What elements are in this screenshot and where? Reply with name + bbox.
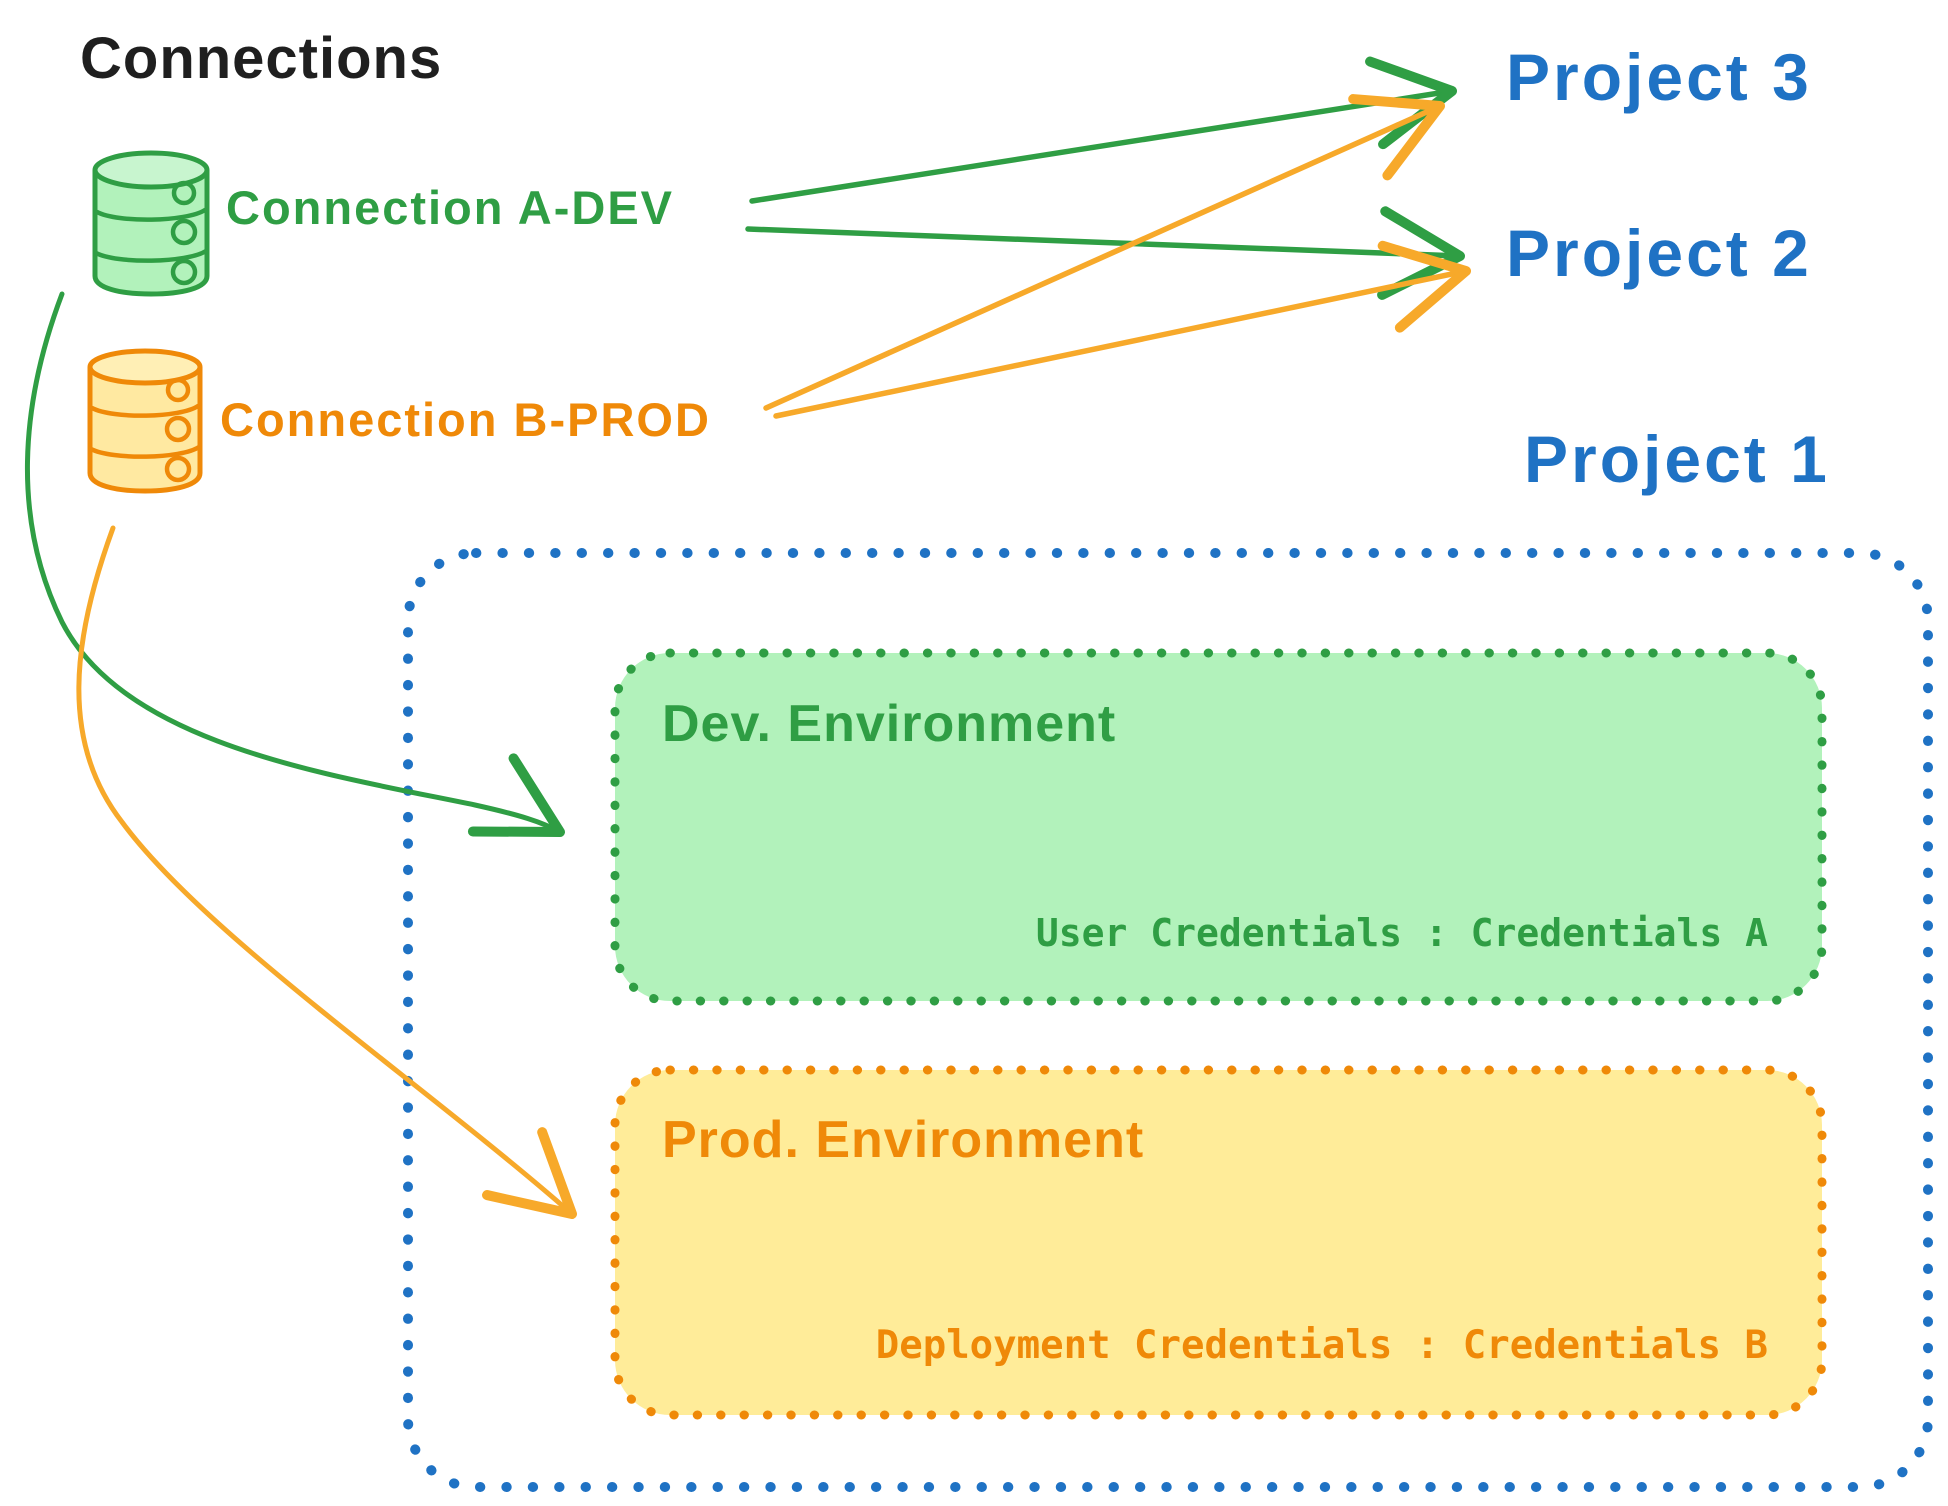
- database-icon-b-prod: [87, 348, 203, 494]
- project-1-label: Project 1: [1524, 422, 1830, 496]
- arrow-b-prod-to-project-2: [773, 240, 1471, 419]
- arrow-b-prod-to-prod-environment: [76, 525, 577, 1219]
- arrow-a-dev-to-project-2: [745, 206, 1465, 300]
- dev-environment-label: Dev. Environment: [662, 695, 1117, 753]
- prod-environment-box: [610, 1065, 1827, 1420]
- arrow-b-prod-to-project-3: [763, 94, 1445, 411]
- arrow-a-dev-to-project-3: [749, 56, 1457, 204]
- arrow-a-dev-to-dev-environment: [24, 291, 565, 837]
- project-2-label: Project 2: [1506, 216, 1812, 290]
- database-icon-a-dev: [92, 150, 210, 297]
- connection-a-dev-label: Connection A-DEV: [226, 181, 675, 234]
- project-3-label: Project 3: [1506, 40, 1812, 114]
- project-1-container-box: [403, 548, 1933, 1492]
- diagram-title: Connections: [80, 26, 443, 91]
- prod-environment-label: Prod. Environment: [662, 1111, 1145, 1169]
- prod-environment-credentials: Deployment Credentials : Credentials B: [875, 1323, 1768, 1368]
- dev-environment-credentials: User Credentials : Credentials A: [1035, 911, 1768, 955]
- connection-b-prod-label: Connection B-PROD: [220, 393, 711, 446]
- dev-environment-box: [610, 648, 1827, 1006]
